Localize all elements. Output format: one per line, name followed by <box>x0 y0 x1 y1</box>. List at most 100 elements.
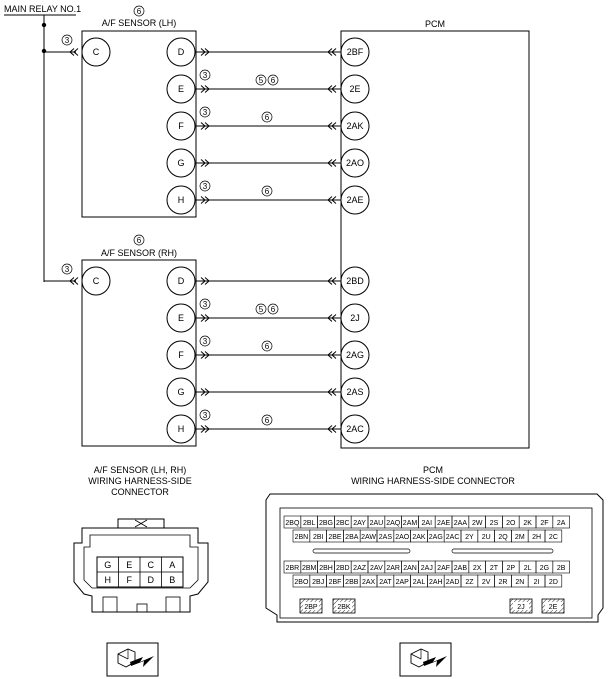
pcm-connector-cell-2AB: 2AB <box>451 560 470 574</box>
pcm-connector-cell-2BF: 2BF <box>326 574 344 588</box>
pcm-label: PCM <box>425 19 445 29</box>
wire-note-6: 6 <box>261 414 273 426</box>
sensor-lh-box <box>81 30 197 218</box>
sensor-connector-pin-G: G <box>104 560 111 570</box>
svg-text:2AN: 2AN <box>403 565 417 572</box>
wire-note-6: 6 <box>261 185 273 197</box>
svg-text:2AI: 2AI <box>422 520 433 527</box>
svg-text:2N: 2N <box>515 579 524 586</box>
pcm-connector-cell-2D: 2D <box>544 574 563 588</box>
pcm-connector-cell-2AK: 2AK <box>410 529 428 543</box>
svg-text:3: 3 <box>203 71 208 80</box>
pcm-connector-cell-2I: 2I <box>527 574 546 588</box>
sensor-lh-pin-D: D <box>166 37 196 67</box>
pcm-connector-cell-2H: 2H <box>527 529 546 543</box>
sensor-connector-title-3: CONNECTOR <box>111 487 169 497</box>
pcm-connector-cell-2AX: 2AX <box>359 574 378 588</box>
splice-dot <box>41 48 47 54</box>
pcm-terminal-2AO: 2AO <box>340 148 370 178</box>
pcm-connector-cell-2L: 2L <box>518 560 537 574</box>
pcm-connector-cell-2AV: 2AV <box>367 560 386 574</box>
sensor-rh-pin-D: D <box>166 266 196 296</box>
pcm-connector-cell-2AC: 2AC <box>443 529 462 543</box>
svg-text:2AQ: 2AQ <box>386 520 401 527</box>
svg-text:2BK: 2BK <box>337 604 351 611</box>
wire-note-3: 3 <box>199 69 211 81</box>
svg-text:2AM: 2AM <box>403 520 418 527</box>
pcm-connector-cell-2M: 2M <box>511 529 529 543</box>
sensor-connector-pin-A: A <box>169 560 175 570</box>
svg-text:D: D <box>178 47 185 57</box>
pcm-connector-cell-2BN: 2BN <box>292 529 311 543</box>
wire-note-3: 3 <box>199 298 211 310</box>
svg-text:2AP: 2AP <box>396 579 410 586</box>
svg-text:2P: 2P <box>507 565 516 572</box>
pcm-connector-cell-2AY: 2AY <box>350 515 369 529</box>
sensor-lh-pin-H: H <box>166 185 196 215</box>
svg-text:E: E <box>178 313 184 323</box>
svg-text:2T: 2T <box>490 565 499 572</box>
pcm-terminal-2AG: 2AG <box>340 340 370 370</box>
pcm-connector-cell-2BR: 2BR <box>283 560 302 574</box>
svg-text:2BB: 2BB <box>345 579 359 586</box>
pcm-connector-cell-2AN: 2AN <box>401 560 419 574</box>
svg-text:2D: 2D <box>549 579 558 586</box>
pcm-connector-cell-2S: 2S <box>485 515 503 529</box>
svg-text:C: C <box>93 276 100 286</box>
svg-text:2Y: 2Y <box>465 534 474 541</box>
svg-text:3: 3 <box>203 300 208 309</box>
svg-text:2I: 2I <box>534 579 540 586</box>
sensor-rh-label: A/F SENSOR (RH) <box>101 248 177 258</box>
svg-text:C: C <box>93 47 100 57</box>
wire-note-6: 6 <box>261 340 273 352</box>
svg-text:2M: 2M <box>515 534 525 541</box>
pcm-connector-cell-2BJ: 2BJ <box>309 574 327 588</box>
sensor-rh-pin-F: F <box>166 340 196 370</box>
sensor-lh-pin-G: G <box>166 148 196 178</box>
pcm-connector-cell-2BG: 2BG <box>317 515 335 529</box>
feed-note-3: 3 <box>61 34 73 46</box>
wire-note-3: 3 <box>199 409 211 421</box>
connector-view-icon <box>399 642 452 677</box>
pcm-connector-cell-2BB: 2BB <box>343 574 361 588</box>
sensor-rh-pin-C: C <box>81 266 111 296</box>
svg-text:2AB: 2AB <box>454 565 468 572</box>
pcm-connector-cell-2BE: 2BE <box>326 529 344 543</box>
pcm-connector-cell-2AA: 2AA <box>451 515 470 529</box>
wire-note-6: 6 <box>267 303 279 315</box>
svg-text:2L: 2L <box>524 565 532 572</box>
pcm-connector-cell-2E: 2E <box>541 598 565 614</box>
pcm-box <box>340 30 530 449</box>
pcm-connector-cell-2BK: 2BK <box>332 598 356 614</box>
pcm-connector-cell-2U: 2U <box>477 529 495 543</box>
sensor-rh-pin-G: G <box>166 377 196 407</box>
pcm-connector-title-2: WIRING HARNESS-SIDE CONNECTOR <box>351 476 515 486</box>
svg-text:2AG: 2AG <box>346 350 364 360</box>
pcm-terminal-2AS: 2AS <box>340 377 370 407</box>
pcm-connector-cell-2AT: 2AT <box>376 574 395 588</box>
svg-text:2AL: 2AL <box>413 579 426 586</box>
svg-text:2A: 2A <box>557 520 566 527</box>
svg-text:2BR: 2BR <box>286 565 300 572</box>
wire-note-3: 3 <box>199 106 211 118</box>
svg-text:2AC: 2AC <box>446 534 460 541</box>
wire-note-6: 6 <box>267 74 279 86</box>
pcm-connector-cell-2AD: 2AD <box>443 574 462 588</box>
pcm-connector-cell-2Z: 2Z <box>460 574 479 588</box>
svg-text:5: 5 <box>259 76 264 85</box>
svg-text:2AS: 2AS <box>346 387 363 397</box>
svg-text:6: 6 <box>265 416 270 425</box>
svg-text:H: H <box>178 195 185 205</box>
pcm-connector-cell-2BO: 2BO <box>292 574 311 588</box>
svg-text:2R: 2R <box>499 579 508 586</box>
sensor-lh-pin-F: F <box>166 111 196 141</box>
svg-text:2BA: 2BA <box>345 534 359 541</box>
svg-text:G: G <box>177 158 184 168</box>
pcm-connector-cell-2K: 2K <box>518 515 537 529</box>
pcm-connector-cell-2AG: 2AG <box>427 529 445 543</box>
svg-text:G: G <box>177 387 184 397</box>
svg-text:2S: 2S <box>490 520 499 527</box>
